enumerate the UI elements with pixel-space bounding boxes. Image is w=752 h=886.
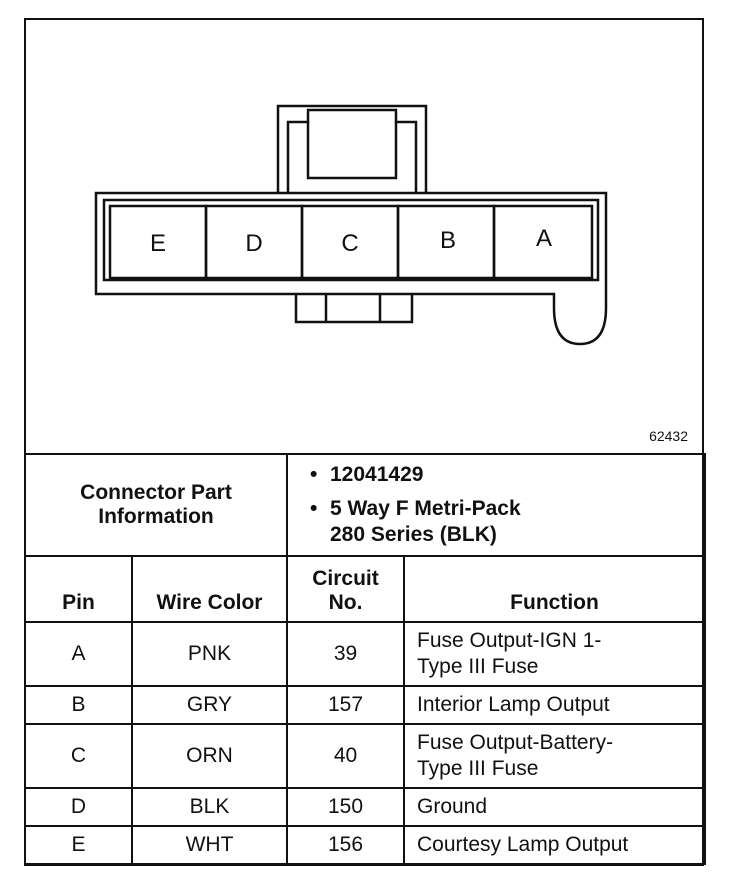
connector-diagram: E D C B A 62432 <box>24 18 704 454</box>
table-row: B GRY 157 Interior Lamp Output <box>24 685 706 725</box>
pin-label-e: E <box>150 230 166 257</box>
part-info-list: • 12041429 • 5 Way F Metri-Pack 280 Seri… <box>286 453 706 557</box>
connector-inner-outline <box>102 198 600 282</box>
pin-cell: D <box>24 787 133 827</box>
pin-cell: A <box>24 621 133 687</box>
pin-cell: C <box>24 723 133 789</box>
header-circuit: Circuit No. <box>286 555 405 623</box>
latch-outer <box>276 104 428 193</box>
part-info-label: Connector Part Information <box>24 453 288 557</box>
bottom-key <box>294 294 414 324</box>
figure-id: 62432 <box>649 428 688 444</box>
wire-color-cell: PNK <box>131 621 288 687</box>
part-info-row: Connector Part Information • 12041429 • … <box>24 453 706 557</box>
wire-color-cell: ORN <box>131 723 288 789</box>
function-cell: Fuse Output-Battery- Type III Fuse <box>403 723 706 789</box>
table-row: E WHT 156 Courtesy Lamp Output <box>24 825 706 865</box>
pin-label-d: D <box>245 230 262 257</box>
latch-inner <box>286 108 418 193</box>
connector-drawing: E D C B A <box>94 104 608 346</box>
bottom-key-dividers <box>324 294 382 322</box>
pinout-table: Connector Part Information • 12041429 • … <box>24 453 706 865</box>
wire-color-cell: WHT <box>131 825 288 865</box>
header-pin: Pin <box>24 555 133 623</box>
pin-label-b: B <box>440 227 456 254</box>
wire-color-cell: GRY <box>131 685 288 725</box>
table-row: C ORN 40 Fuse Output-Battery- Type III F… <box>24 723 706 789</box>
pin-label-a: A <box>536 225 552 252</box>
function-cell: Interior Lamp Output <box>403 685 706 725</box>
function-cell: Fuse Output-IGN 1- Type III Fuse <box>403 621 706 687</box>
part-description: • 5 Way F Metri-Pack <box>310 497 521 520</box>
wire-color-cell: BLK <box>131 787 288 827</box>
diagram-frame <box>24 18 704 866</box>
circuit-cell: 39 <box>286 621 405 687</box>
function-cell: Courtesy Lamp Output <box>403 825 706 865</box>
header-wire-color: Wire Color <box>131 555 288 623</box>
part-number: • 12041429 <box>310 463 424 486</box>
table-row: A PNK 39 Fuse Output-IGN 1- Type III Fus… <box>24 621 706 687</box>
pin-cell: E <box>24 825 133 865</box>
header-row: Pin Wire Color Circuit No. Function <box>24 555 706 623</box>
function-cell: Ground <box>403 787 706 827</box>
table-row: D BLK 150 Ground <box>24 787 706 827</box>
pin-label-c: C <box>341 230 358 257</box>
circuit-cell: 156 <box>286 825 405 865</box>
circuit-cell: 40 <box>286 723 405 789</box>
circuit-cell: 157 <box>286 685 405 725</box>
circuit-cell: 150 <box>286 787 405 827</box>
header-function: Function <box>403 555 706 623</box>
pin-cell: B <box>24 685 133 725</box>
latch-tab <box>306 122 398 180</box>
cavity-a <box>492 204 594 280</box>
part-series: 280 Series (BLK) <box>330 523 497 546</box>
connector-body <box>94 191 608 346</box>
